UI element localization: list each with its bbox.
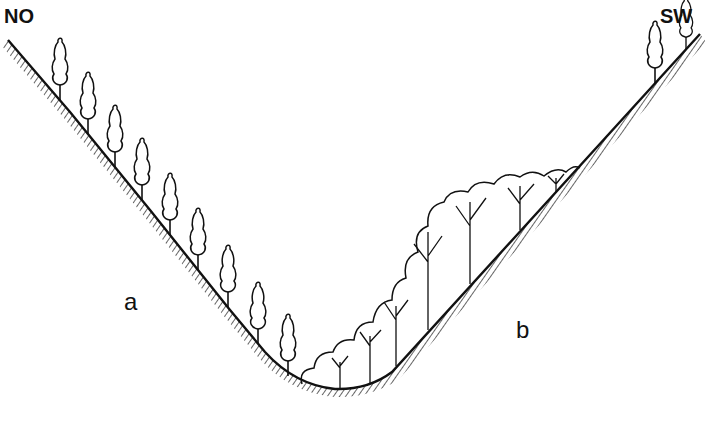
slope-label: b [516,318,529,342]
slope-label: a [124,290,137,314]
deciduous-trunks [332,174,564,388]
orientation-label: SW [660,6,692,26]
orientation-label: NO [4,6,34,26]
conifer-trees [52,0,692,376]
deciduous-canopy [301,167,580,384]
ground-hatching [1,40,335,397]
ground-line [8,34,700,389]
